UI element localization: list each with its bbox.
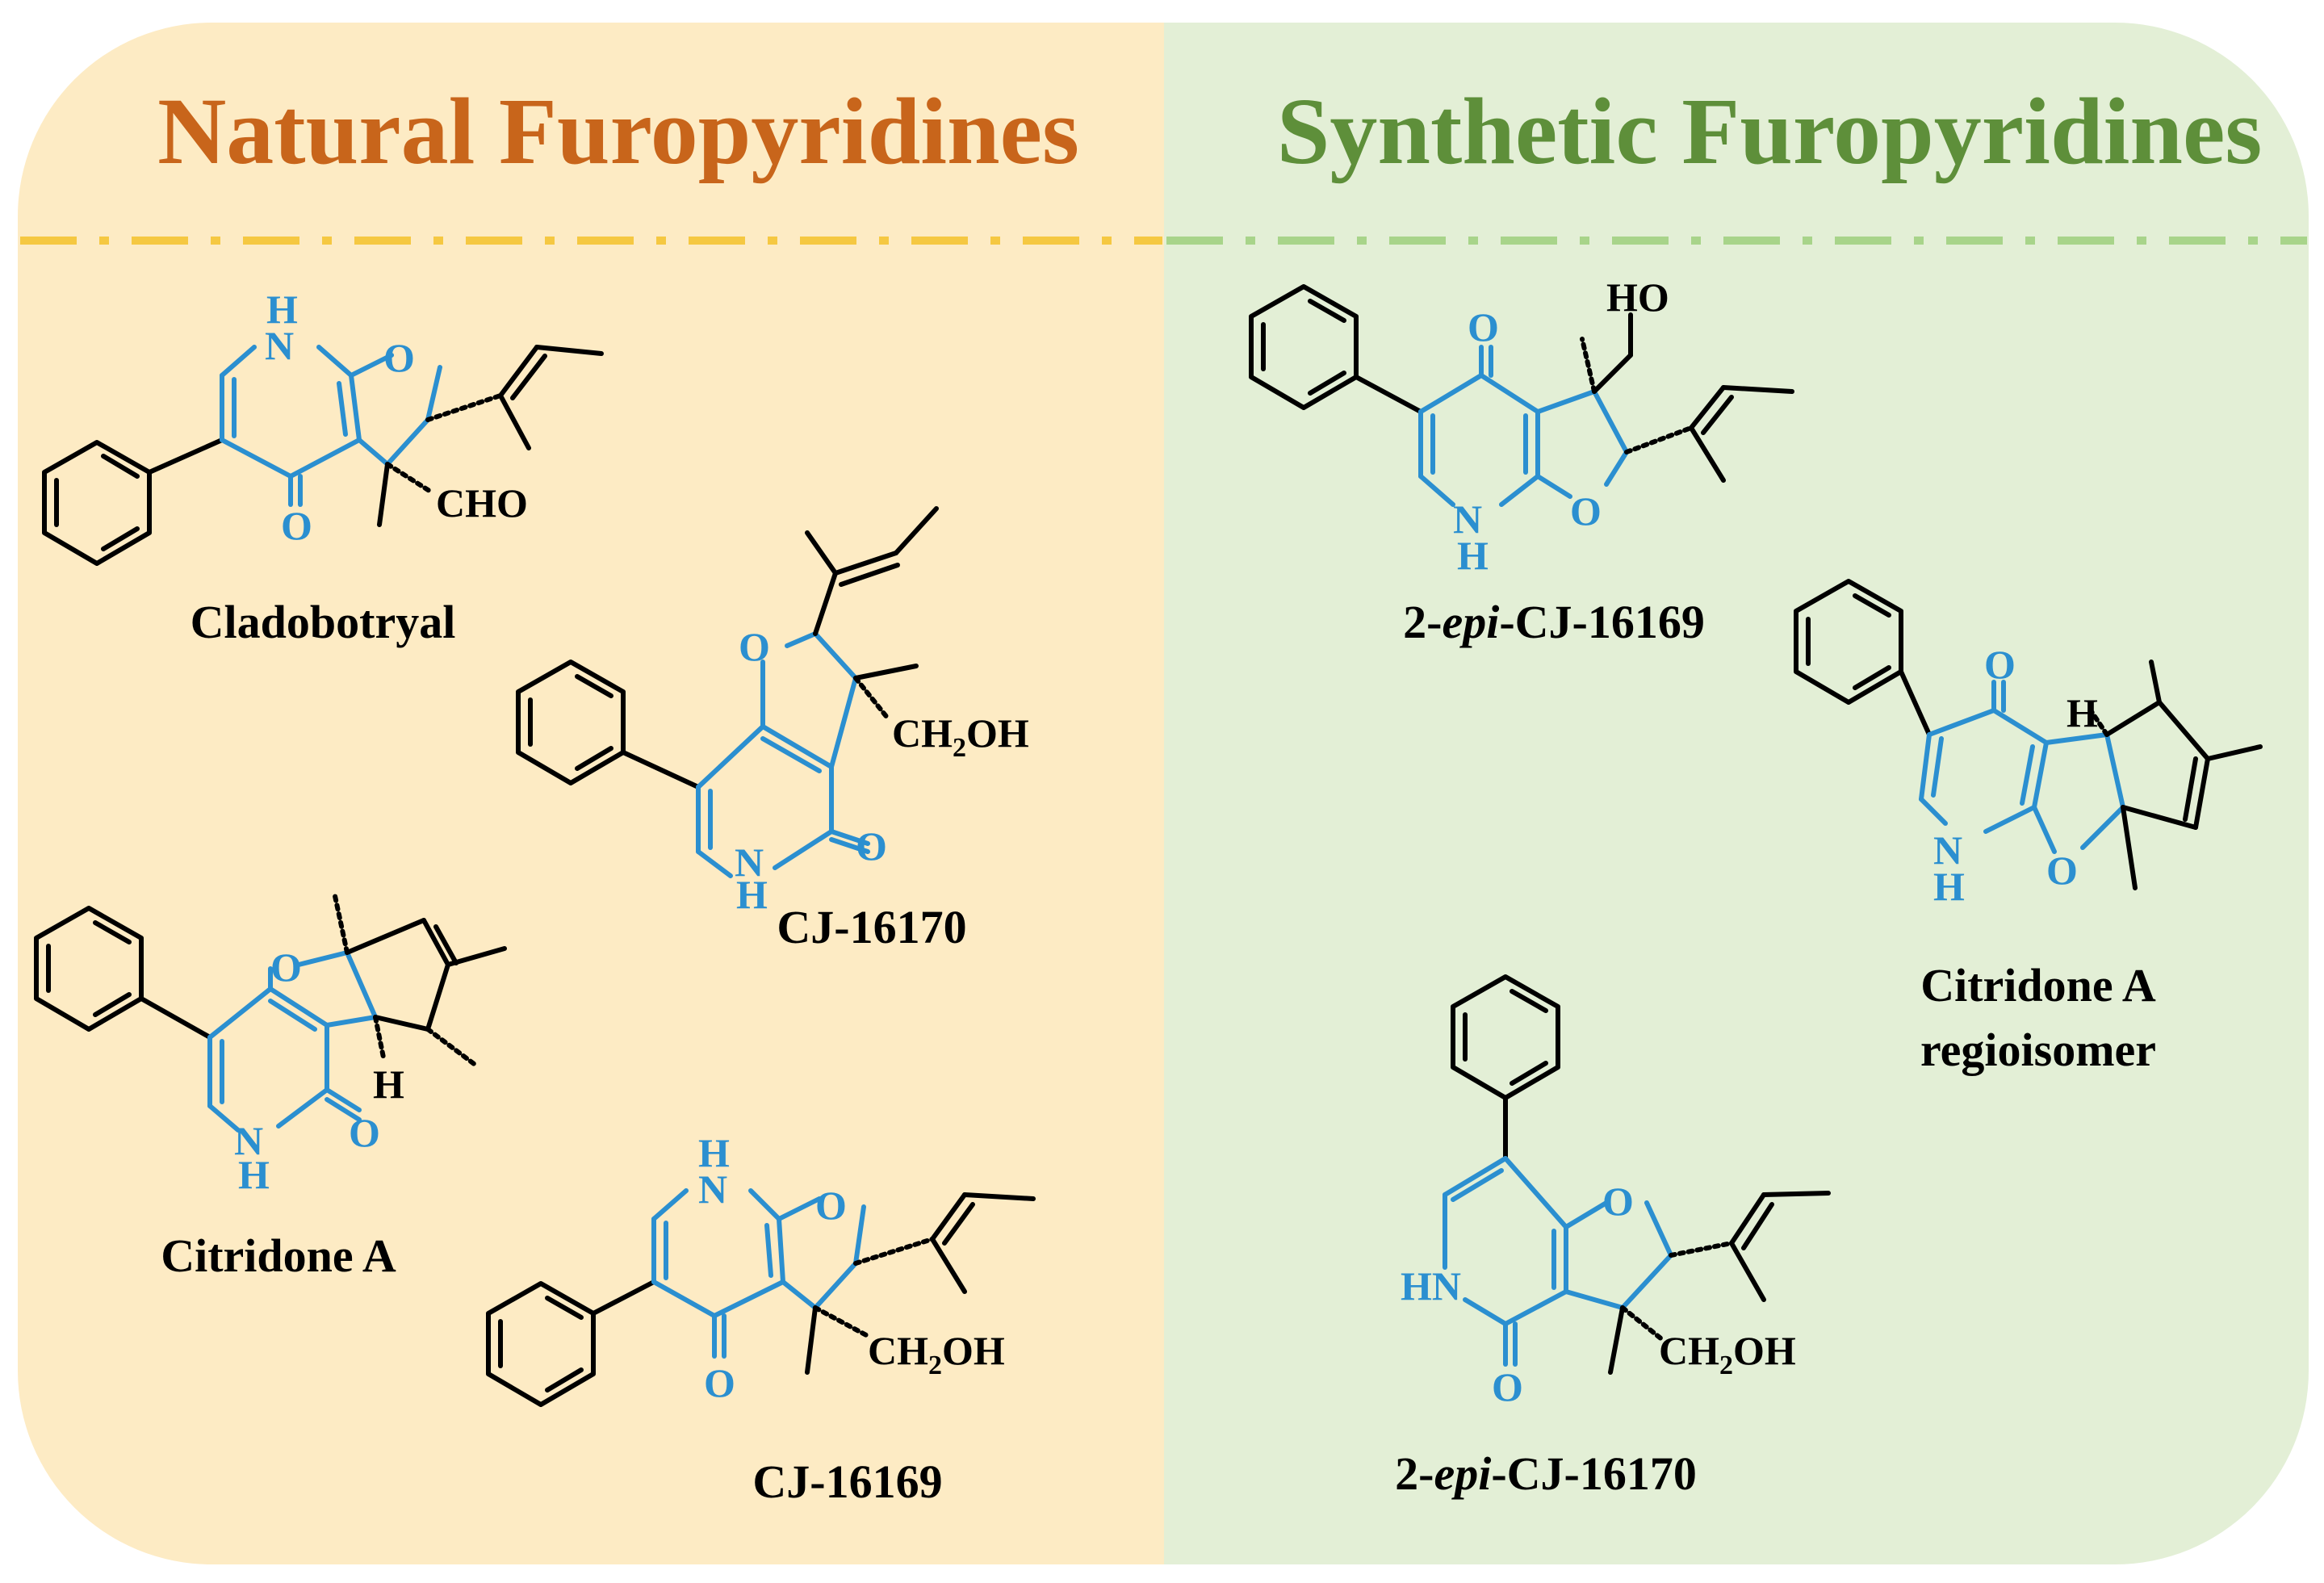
- svg-text:CH2OH: CH2OH: [1659, 1328, 1796, 1380]
- svg-text:H: H: [373, 1062, 404, 1107]
- label-cj16169: CJ-16169: [752, 1455, 942, 1508]
- svg-text:N: N: [234, 1118, 263, 1163]
- svg-text:H: H: [698, 1130, 730, 1175]
- label-citridone-a: Citridone A: [161, 1229, 396, 1282]
- molecule-2-epi-cj16170: O HN O CH2OH: [1401, 974, 1831, 1409]
- svg-text:N: N: [1453, 496, 1482, 542]
- svg-text:O: O: [815, 1183, 847, 1228]
- svg-text:N: N: [265, 323, 294, 368]
- molecule-citridone-a: O N H O H: [34, 894, 507, 1197]
- svg-text:O: O: [1570, 488, 1602, 534]
- molecule-citridone-a-regioisomer: O N H O H: [1794, 579, 2263, 909]
- molecule-cladobotryal: N H O O CHO: [42, 287, 604, 566]
- svg-text:O: O: [2046, 848, 2078, 893]
- svg-text:H: H: [1933, 864, 1965, 909]
- svg-text:HN: HN: [1401, 1263, 1461, 1309]
- svg-text:O: O: [739, 624, 770, 669]
- svg-text:N: N: [1933, 827, 1962, 873]
- molecule-2-epi-cj16169: O N H O HO: [1249, 274, 1794, 578]
- svg-text:O: O: [1468, 304, 1499, 350]
- svg-text:CH2OH: CH2OH: [892, 710, 1029, 763]
- svg-text:O: O: [1602, 1179, 1634, 1224]
- svg-text:H: H: [238, 1152, 270, 1197]
- label-2-epi-cj16169: 2-epi-CJ-16169: [1403, 596, 1705, 648]
- svg-text:HO: HO: [1606, 274, 1669, 320]
- label-2-epi-cj16170: 2-epi-CJ-16170: [1395, 1447, 1697, 1500]
- molecule-cj16169: N H O O CH2OH: [486, 1130, 1036, 1407]
- label-citridone-regioisomer-line2: regioisomer: [1920, 1024, 2156, 1076]
- svg-text:H: H: [2066, 690, 2098, 735]
- synthetic-panel-title: Synthetic Furopyridines: [1277, 78, 2263, 184]
- label-cj16170: CJ-16170: [777, 901, 966, 953]
- natural-panel-title: Natural Furopyridines: [157, 78, 1079, 184]
- svg-text:H: H: [1457, 533, 1489, 578]
- svg-text:O: O: [856, 823, 887, 869]
- svg-text:O: O: [383, 335, 415, 380]
- svg-text:O: O: [349, 1110, 380, 1155]
- natural-panel-bg: [18, 23, 1164, 1564]
- svg-text:O: O: [1984, 642, 2016, 687]
- svg-text:H: H: [266, 287, 298, 332]
- molecule-cj16170: O N H O CH2OH: [516, 506, 1029, 917]
- svg-text:H: H: [736, 872, 768, 917]
- label-cladobotryal: Cladobotryal: [191, 596, 456, 648]
- svg-text:CH2OH: CH2OH: [868, 1328, 1005, 1380]
- svg-text:O: O: [270, 944, 302, 990]
- svg-text:N: N: [698, 1166, 727, 1212]
- svg-text:O: O: [704, 1360, 735, 1405]
- svg-text:N: N: [735, 840, 764, 885]
- svg-text:O: O: [1492, 1364, 1523, 1409]
- label-citridone-regioisomer-line1: Citridone A: [1920, 959, 2156, 1011]
- svg-text:CHO: CHO: [436, 480, 528, 526]
- svg-text:O: O: [281, 503, 312, 548]
